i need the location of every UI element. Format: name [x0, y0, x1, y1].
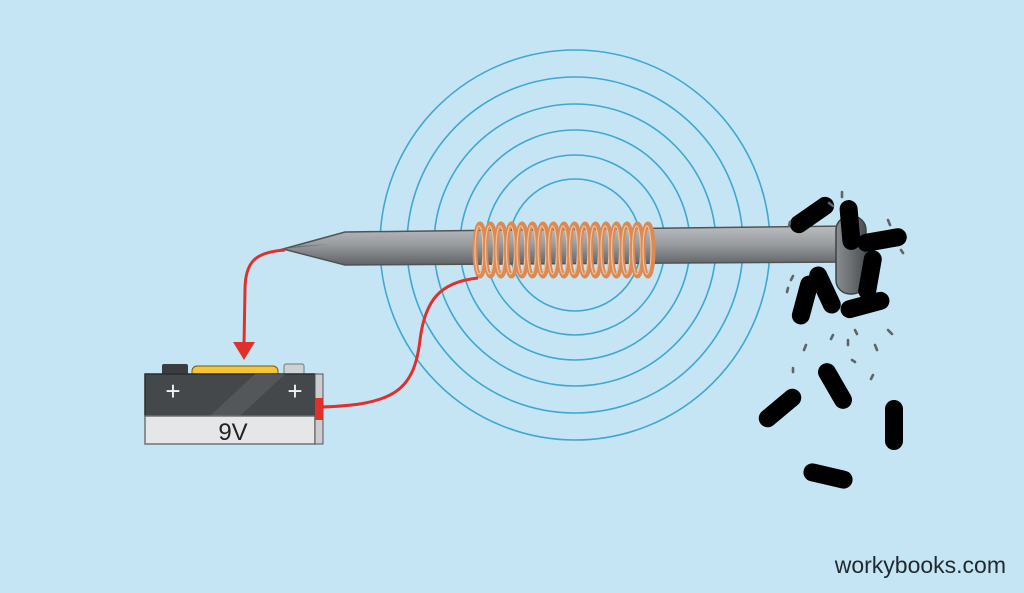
wire-to-battery-side	[319, 276, 479, 409]
paperclip	[885, 400, 903, 450]
wires	[233, 248, 479, 409]
watermark: workybooks.com	[834, 552, 1006, 578]
iron-filings	[785, 190, 905, 381]
paperclip	[755, 385, 805, 431]
paperclip	[814, 359, 856, 413]
wire-to-battery-top	[242, 248, 286, 346]
battery-voltage-label: 9V	[218, 419, 247, 446]
copper-coil	[472, 221, 656, 279]
battery: + + 9V	[144, 363, 324, 446]
arrow-head	[233, 342, 255, 360]
battery-plus-left: +	[165, 376, 180, 406]
coil-turn-highlight	[642, 225, 652, 275]
battery-plus-right: +	[287, 376, 302, 406]
paperclip	[801, 461, 855, 491]
